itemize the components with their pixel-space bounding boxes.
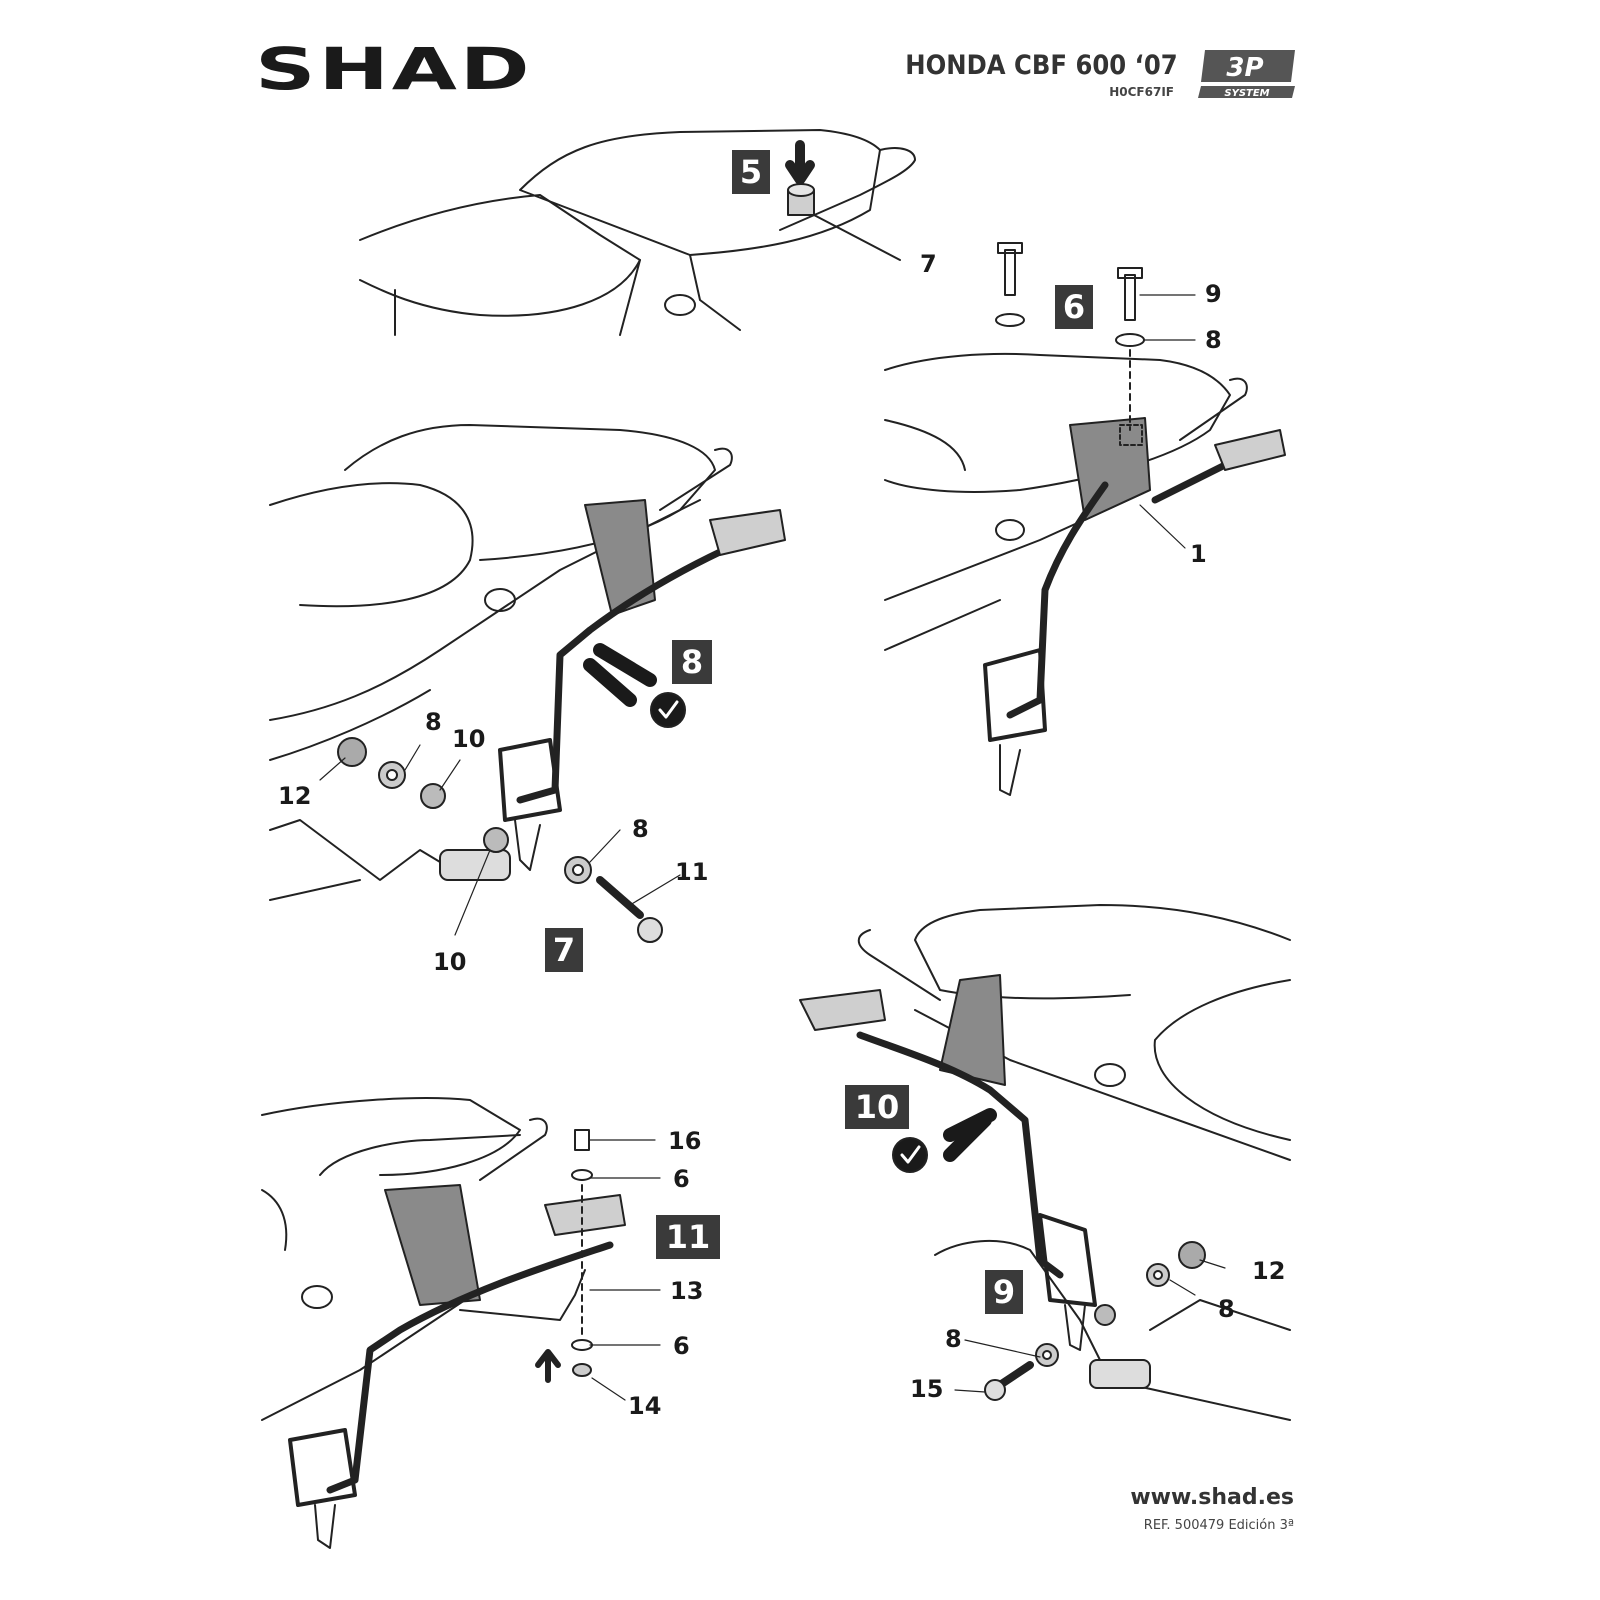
model-reference-code: H0CF67IF: [1109, 85, 1174, 99]
part-callout: 8: [1218, 1295, 1235, 1323]
step-label-10: 10: [845, 1085, 909, 1129]
part-callout: 10: [452, 725, 486, 753]
panel-step-6-illustration: [884, 242, 1286, 796]
model-title: HONDA CBF 600 ‘07: [905, 50, 1178, 81]
part-callout: 13: [670, 1277, 704, 1305]
step-label-8: 8: [672, 640, 712, 684]
badge-sub-text: SYSTEM: [1224, 88, 1269, 99]
website-link[interactable]: www.shad.es: [1130, 1485, 1294, 1510]
panel-step-11-illustration: [261, 1097, 626, 1549]
part-callout: 8: [945, 1325, 962, 1353]
leader-lines: [319, 294, 1226, 1401]
panel-step-8-illustration: [269, 424, 786, 943]
step-label-6: 6: [1055, 285, 1093, 329]
part-callout: 15: [910, 1375, 944, 1403]
step-label-7: 7: [545, 928, 583, 972]
panel-step-5-illustration: [359, 129, 916, 336]
part-callout: 1: [1190, 540, 1207, 568]
3p-system-badge: 3P SYSTEM: [1195, 48, 1303, 100]
part-callout: 8: [632, 815, 649, 843]
edition-reference: REF. 500479 Edición 3ª: [1143, 1518, 1294, 1533]
panel-step-10-illustration: [799, 904, 1291, 1421]
part-callout: 12: [278, 782, 312, 810]
step-label-5: 5: [732, 150, 770, 194]
part-callout: 11: [675, 858, 709, 886]
part-callout: 6: [673, 1165, 690, 1193]
step-label-11: 11: [656, 1215, 720, 1259]
part-callout: 8: [1205, 326, 1222, 354]
part-callout: 7: [920, 250, 937, 278]
part-callout: 16: [668, 1127, 702, 1155]
brand-logo: SHAD: [255, 35, 533, 103]
part-callout: 8: [425, 708, 442, 736]
part-callout: 14: [628, 1392, 662, 1420]
part-callout: 6: [673, 1332, 690, 1360]
badge-main-text: 3P: [1226, 53, 1263, 83]
part-callout: 10: [433, 948, 467, 976]
step-label-9: 9: [985, 1270, 1023, 1314]
part-callout: 12: [1252, 1257, 1286, 1285]
part-callout: 9: [1205, 280, 1222, 308]
